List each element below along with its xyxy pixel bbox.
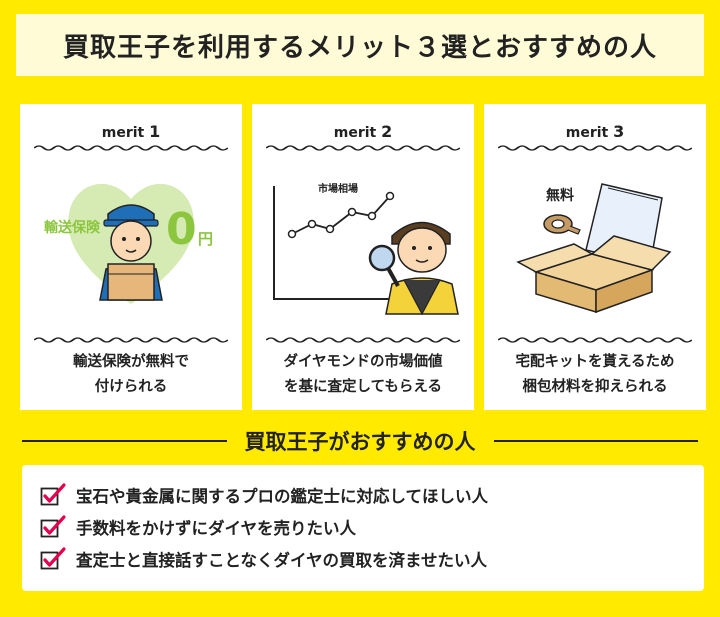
insurance-label: 輸送保険 [44,219,101,236]
list-item-text: 査定士と直接話すことなくダイヤの買取を済ませたい人 [76,551,488,570]
yen-unit: 円 [198,230,213,248]
caption-line: を基に査定してもらえる [284,379,442,395]
kit-illustration: 無料 [516,183,672,314]
merit-card-1: merit 1 輸送保険 0 円 輸送保険が無料で 付けられる [20,104,242,410]
caption-line: 梱包材料を抑えられる [522,379,668,395]
market-label: 市場相場 [318,182,358,195]
market-illustration: 市場相場 [273,182,459,316]
caption-line: ダイヤモンドの市場価値 [283,354,443,370]
list-item: 宝石や貴金属に関するプロの鑑定士に対応してほしい人 [40,479,704,511]
wavy-divider [34,145,228,151]
tape-icon [543,214,581,235]
merit-label: merit [101,125,145,141]
delivery-person-icon [99,204,163,301]
wavy-divider [498,337,692,343]
checkbox-checked-icon [40,515,66,538]
list-item: 手数料をかけずにダイヤを売りたい人 [40,511,704,543]
merit-card-2: merit 2 市場相場 ダイヤモンドの市場価値 を基 [252,104,474,410]
heading-line-left [22,440,227,442]
recommend-list: 宝石や貴金属に関するプロの鑑定士に対応してほしい人 手数料をかけずにダイヤを売り… [22,465,704,591]
list-item: 査定士と直接話すことなくダイヤの買取を済ませたい人 [40,543,704,575]
caption-line: 宅配キットを貰えるため [515,354,675,370]
recommend-section-heading: 買取王子がおすすめの人 [22,424,698,458]
wavy-divider [34,337,228,343]
heading-line-right [493,440,698,442]
appraiser-icon [368,221,459,316]
checkbox-checked-icon [40,483,66,506]
merit-caption: 宅配キットを貰えるため 梱包材料を抑えられる [484,350,706,400]
checkbox-checked-icon [40,547,66,570]
merit-number: 2 [381,122,393,141]
list-item-text: 宝石や貴金属に関するプロの鑑定士に対応してほしい人 [76,487,489,506]
list-item-text: 手数料をかけずにダイヤを売りたい人 [76,519,357,538]
wavy-divider [266,145,460,151]
merit-label: merit [565,125,609,141]
zero-value: 0 [166,204,197,255]
merit-label: merit [333,125,377,141]
merit-caption: ダイヤモンドの市場価値 を基に査定してもらえる [252,350,474,400]
wavy-divider [266,337,460,343]
caption-line: 付けられる [94,379,168,395]
merit-number: 1 [149,122,161,141]
merit-number: 3 [613,122,625,141]
merit-heading: merit 2 [252,122,474,141]
caption-line: 輸送保険が無料で [73,354,189,370]
merit-heading: merit 3 [484,122,706,141]
merit-caption: 輸送保険が無料で 付けられる [20,350,242,400]
section-title: 買取王子がおすすめの人 [244,430,476,454]
merit-card-3: merit 3 無料 宅配キットを貰えるため 梱包材料を抑えられる [484,104,706,410]
wavy-divider [498,145,692,151]
insurance-illustration: 輸送保険 0 円 [44,183,213,304]
page-title: 買取王子を利用するメリット３選とおすすめの人 [16,14,704,76]
box-icon [516,235,672,314]
free-label: 無料 [546,187,574,204]
merit-heading: merit 1 [20,122,242,141]
